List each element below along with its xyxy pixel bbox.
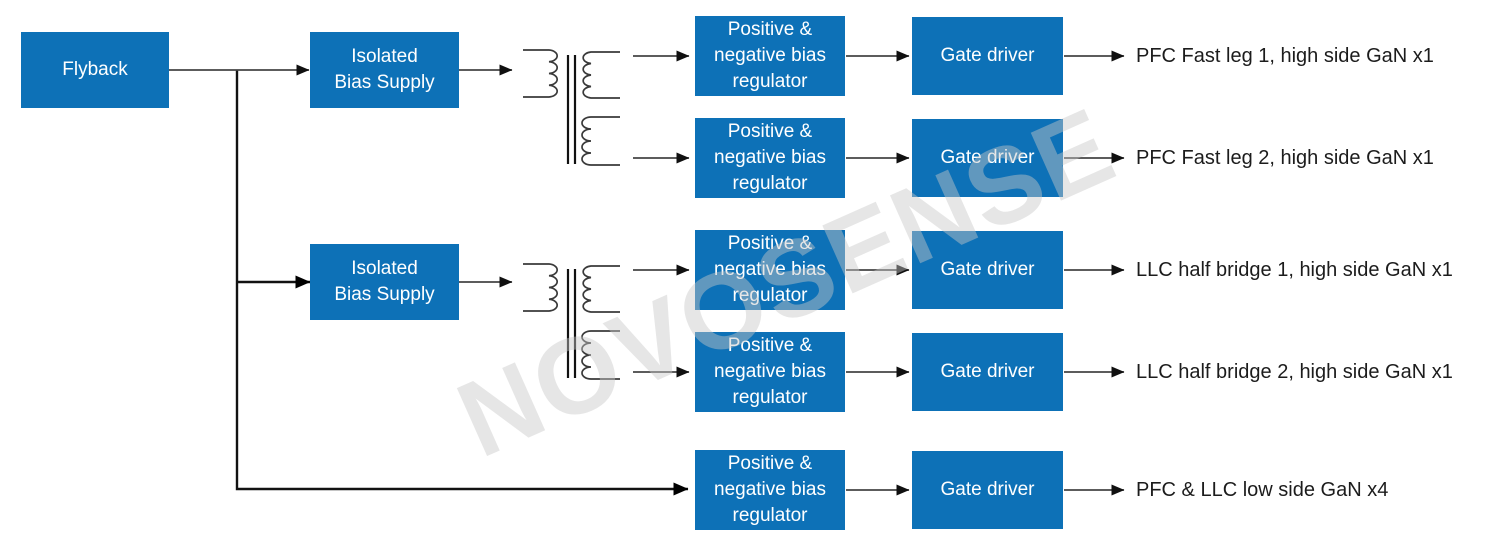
flyback-block: Flyback (21, 32, 169, 108)
isolated-bias-supply-2-block: Isolated Bias Supply (310, 244, 459, 320)
bias-regulator-block-2: Positive & negative bias regulator (695, 118, 845, 198)
transformer-1-icon (523, 49, 620, 166)
gate-driver-block-1: Gate driver (912, 17, 1063, 95)
bias-regulator-2-label: Positive & negative bias regulator (714, 121, 826, 194)
bias-regulator-block-4: Positive & negative bias regulator (695, 332, 845, 412)
trunk-line (235, 70, 689, 496)
transformer-2-icon (523, 263, 620, 380)
gate-driver-1-label: Gate driver (940, 45, 1035, 66)
transformer-1-secondary-coil-1 (582, 51, 620, 99)
gate-driver-5-label: Gate driver (940, 479, 1035, 500)
gate-driver-3-label: Gate driver (940, 259, 1035, 280)
transformer-2-secondary-coil-2 (581, 330, 620, 380)
bias-regulator-5-label: Positive & negative bias regulator (714, 453, 826, 526)
gate-driver-block-4: Gate driver (912, 333, 1063, 411)
transformer-1-secondary-coil-2 (581, 116, 620, 166)
output-label-4: LLC half bridge 2, high side GaN x1 (1136, 361, 1453, 383)
output-label-2: PFC Fast leg 2, high side GaN x1 (1136, 147, 1434, 169)
transformer-1-primary-coil (523, 49, 558, 98)
output-label-5: PFC & LLC low side GaN x4 (1136, 479, 1389, 501)
transformer-2-primary-coil (523, 263, 558, 312)
isolated-bias-supply-1-label: Isolated Bias Supply (334, 46, 435, 93)
bias-regulator-block-3: Positive & negative bias regulator (695, 230, 845, 310)
bias-regulator-3-label: Positive & negative bias regulator (714, 233, 826, 306)
bias-regulator-1-label: Positive & negative bias regulator (714, 19, 826, 92)
gate-driver-block-2: Gate driver (912, 119, 1063, 197)
bias-regulator-block-5: Positive & negative bias regulator (695, 450, 845, 530)
bias-regulator-4-label: Positive & negative bias regulator (714, 335, 826, 408)
bias-regulator-block-1: Positive & negative bias regulator (695, 16, 845, 96)
gate-driver-2-label: Gate driver (940, 147, 1035, 168)
transformer-2-secondary-coil-1 (582, 265, 620, 313)
isolated-bias-supply-2-label: Isolated Bias Supply (334, 258, 435, 305)
isolated-bias-supply-1-block: Isolated Bias Supply (310, 32, 459, 108)
gate-driver-block-3: Gate driver (912, 231, 1063, 309)
output-label-1: PFC Fast leg 1, high side GaN x1 (1136, 45, 1434, 67)
output-label-3: LLC half bridge 1, high side GaN x1 (1136, 259, 1453, 281)
gate-driver-block-5: Gate driver (912, 451, 1063, 529)
flyback-label: Flyback (62, 59, 128, 80)
gate-driver-4-label: Gate driver (940, 361, 1035, 382)
